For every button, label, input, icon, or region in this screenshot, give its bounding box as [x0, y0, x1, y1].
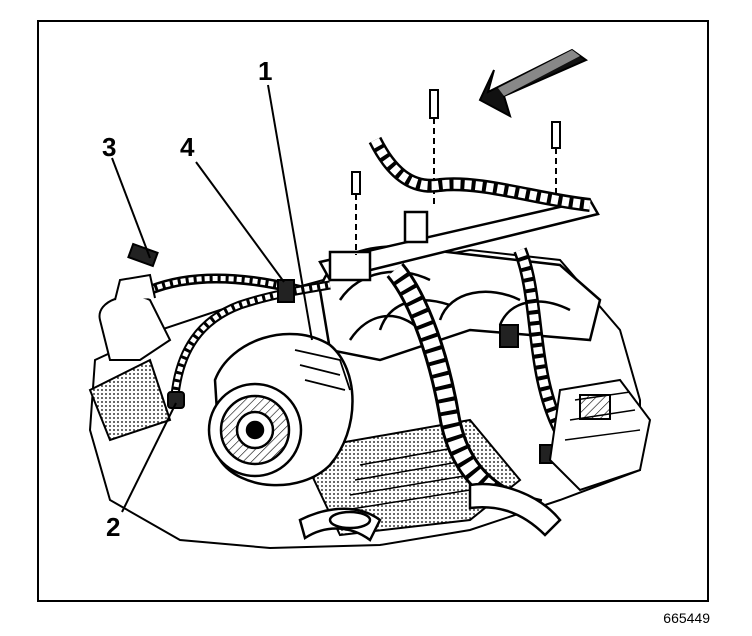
fuel-rail: [318, 198, 600, 282]
coolant-outlet: [88, 273, 172, 442]
lower-hoses: [298, 482, 562, 542]
direction-arrow: [478, 48, 589, 119]
leader-lines: [111, 84, 313, 513]
callout-2: 2: [106, 512, 121, 542]
callout-3: 3: [102, 132, 117, 162]
generator-assembly: [207, 332, 354, 487]
callout-1: 1: [258, 56, 273, 86]
leader-1: [267, 84, 313, 341]
figure-number: 665449: [663, 610, 710, 626]
valve-cover: [548, 378, 652, 492]
leader-2: [121, 402, 177, 513]
leader-4: [195, 161, 285, 283]
leader-3: [111, 157, 151, 259]
callout-4: 4: [180, 132, 195, 162]
